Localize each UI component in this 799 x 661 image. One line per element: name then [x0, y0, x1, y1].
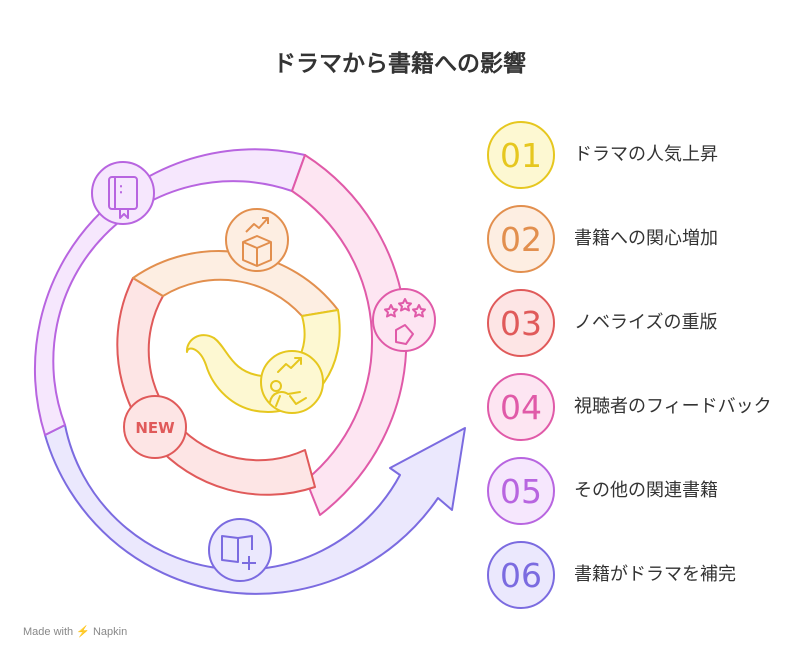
step-label: ドラマの人気上昇 [574, 143, 718, 165]
step-label: その他の関連書籍 [574, 479, 718, 501]
stars-hand-icon-bg [372, 288, 436, 352]
step-number-badge: 01 [487, 121, 555, 189]
step-number-badge: 02 [487, 205, 555, 273]
book-plus-icon-bg [208, 518, 272, 582]
step-label: ノベライズの重版 [574, 311, 718, 333]
box-growth-icon-bg [225, 208, 289, 272]
step-number-badge: 04 [487, 373, 555, 441]
step-number-badge: 05 [487, 457, 555, 525]
page-title: ドラマから書籍への影響 [273, 51, 526, 77]
new-badge-icon-bg [123, 395, 187, 459]
step-03: 03 ノベライズの重版 [487, 289, 787, 361]
stars-hand-icon [384, 298, 426, 345]
step-label: 書籍がドラマを補完 [574, 563, 736, 585]
step-number-badge: 03 [487, 289, 555, 357]
step-number-badge: 06 [487, 541, 555, 609]
book-bookmark-icon [108, 176, 138, 219]
spiral-segment-2 [132, 250, 339, 317]
step-01: 01 ドラマの人気上昇 [487, 121, 787, 193]
spiral-segment-6 [44, 424, 466, 595]
growth-person-icon-bg [260, 350, 324, 414]
growth-person-icon [269, 357, 307, 407]
new-badge-icon: NEW [135, 419, 175, 437]
step-05: 05 その他の関連書籍 [487, 457, 787, 529]
step-label: 視聴者のフィードバック [574, 395, 772, 417]
book-bookmark-icon-bg [91, 161, 155, 225]
spiral-segment-4 [291, 154, 408, 516]
step-04: 04 視聴者のフィードバック [487, 373, 787, 445]
step-02: 02 書籍への関心増加 [487, 205, 787, 277]
box-growth-icon [242, 217, 272, 267]
step-06: 06 書籍がドラマを補完 [487, 541, 787, 613]
napkin-watermark: Made with ⚡ Napkin [23, 626, 128, 638]
svg-text:NEW: NEW [135, 419, 175, 437]
step-label: 書籍への関心増加 [574, 227, 718, 249]
book-plus-icon [221, 535, 256, 570]
